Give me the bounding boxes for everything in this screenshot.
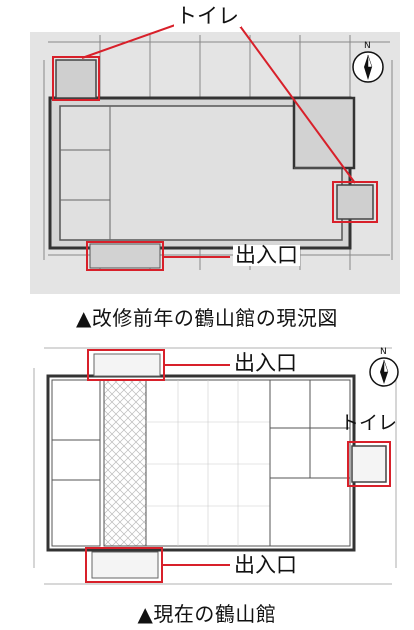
entrance-bottom-label-fig2: 出入口	[232, 553, 299, 577]
plan-current: N	[28, 344, 399, 594]
compass-icon	[352, 51, 384, 83]
highlight-toilet-left	[52, 56, 100, 101]
compass-north-letter: N	[364, 41, 371, 51]
caption-fig1: ▲改修前年の鶴山館の現況図	[76, 306, 338, 330]
right-rooms	[269, 379, 351, 547]
left-rooms	[51, 379, 101, 547]
entrance-bottom-current	[91, 551, 159, 579]
right-wing	[292, 96, 356, 170]
plan-before-renovation: N	[30, 17, 400, 294]
main-hall-tatami-lines	[146, 380, 270, 546]
compass-north-letter-current: N	[380, 347, 387, 357]
compass-icon-current	[369, 357, 399, 387]
caption-fig2: ▲現在の鶴山館	[137, 602, 277, 626]
hatched-corridor	[103, 379, 147, 547]
interior-walls	[60, 106, 342, 240]
highlight-toilet-current	[347, 441, 391, 487]
toilet-room-current	[351, 445, 387, 483]
entrance-top-current	[93, 353, 161, 377]
plan2-dimension-lines	[33, 347, 397, 585]
toilet-label-fig2: トイレ	[340, 412, 398, 434]
leader-lines-fig2	[162, 364, 230, 566]
toilet-label-fig1: トイレ	[174, 4, 241, 28]
toilet-room-old-right	[336, 184, 374, 220]
entrance-label-fig1: 出入口	[233, 243, 300, 267]
entrance-step-old	[89, 243, 161, 269]
toilet-room-old-left	[55, 59, 97, 99]
entrance-top-label-fig2: 出入口	[232, 351, 299, 375]
